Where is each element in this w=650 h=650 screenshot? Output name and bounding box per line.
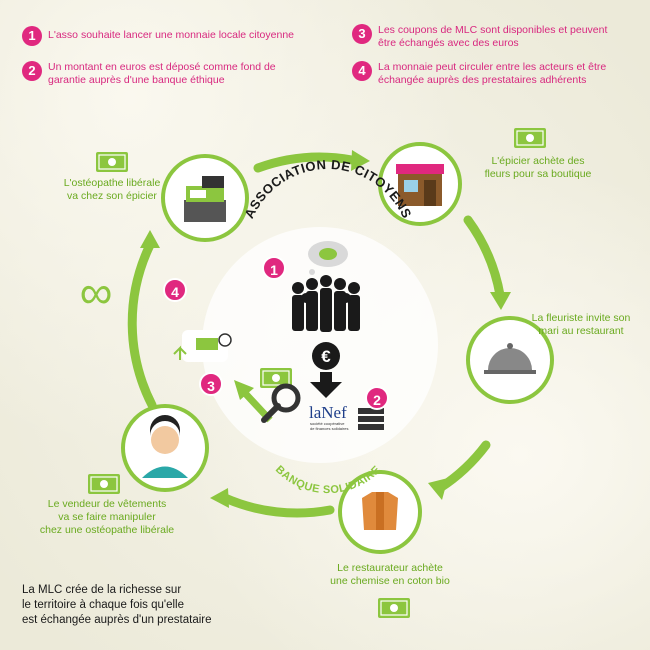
- footer-line-3: est échangée auprès d'un prestataire: [22, 614, 212, 626]
- nef-tagline-1: société coopérative: [310, 421, 345, 426]
- caption-epicier: L'épicier achète des fleurs pour sa bout…: [468, 155, 608, 181]
- caption-fleuriste: La fleuriste invite son mari au restaura…: [516, 312, 646, 338]
- footer-line-1: La MLC crée de la richesse sur: [22, 584, 182, 596]
- legend-number-4: 4: [352, 61, 372, 81]
- caption-vendeur-line-1: Le vendeur de vêtements: [47, 498, 167, 510]
- banknote-icon: [87, 473, 121, 495]
- legend-item-4: 4 La monnaie peut circuler entre les act…: [352, 61, 606, 87]
- nef-logo: laNef: [309, 403, 347, 422]
- footer-note: La MLC crée de la richesse sur le territ…: [22, 583, 212, 628]
- actor-fleuriste: [466, 316, 554, 404]
- down-arrow-shaft: [320, 372, 332, 384]
- legend-number-1: 1: [22, 26, 42, 46]
- banknote-icon: [513, 127, 547, 149]
- thought-bubble: [308, 241, 348, 275]
- legend-text-3-line-1: Les coupons de MLC sont disponibles et p…: [378, 24, 608, 36]
- cycle-arrowheads: [140, 150, 511, 508]
- legend-item-1: 1 L'asso souhaite lancer une monnaie loc…: [22, 26, 294, 46]
- legend-text-4-line-1: La monnaie peut circuler entre les acteu…: [378, 61, 607, 73]
- legend-text-2: Un montant en euros est déposé comme fon…: [48, 61, 276, 87]
- down-arrow-head: [310, 382, 342, 398]
- caption-osteopathe: L'ostéopathe libérale va chez son épicie…: [52, 177, 172, 203]
- actor-epicier: [378, 142, 462, 226]
- caption-fleuriste-line-1: La fleuriste invite son: [531, 312, 631, 324]
- banknote-icon: [377, 597, 411, 619]
- marker-4: 4: [163, 278, 187, 302]
- legend-text-3: Les coupons de MLC sont disponibles et p…: [378, 24, 607, 50]
- euro-symbol: €: [321, 347, 331, 366]
- arc-right-top: [463, 215, 505, 300]
- actor-osteopathe: [161, 154, 249, 242]
- arc-bottom: [220, 493, 335, 518]
- inner-arrowhead: [234, 380, 254, 400]
- caption-epicier-line-1: L'épicier achète des: [491, 155, 585, 167]
- legend-item-2: 2 Un montant en euros est déposé comme f…: [22, 61, 276, 87]
- caption-restaurateur: Le restaurateur achète une chemise en co…: [320, 562, 460, 588]
- banknote-icon: [95, 151, 129, 173]
- arrowhead-bottom: [210, 488, 229, 508]
- legend-text-4-line-2: échangée auprès des prestataires adhéren…: [378, 74, 587, 86]
- arrowhead-right-top: [490, 292, 511, 310]
- nef-tagline-2: de finances solidaires: [310, 426, 348, 431]
- legend-item-3: 3 Les coupons de MLC sont disponibles et…: [352, 24, 607, 50]
- legend-number-2: 2: [22, 61, 42, 81]
- euro-coin: [312, 342, 340, 370]
- marker-1: 1: [262, 256, 286, 280]
- caption-osteopathe-line-1: L'ostéopathe libérale: [63, 177, 161, 189]
- arrowhead-top: [351, 150, 370, 171]
- caption-restaurateur-line-2: une chemise en coton bio: [330, 575, 450, 587]
- caption-epicier-line-2: fleurs pour sa boutique: [484, 168, 592, 180]
- arrowhead-left: [140, 230, 160, 248]
- caption-osteopathe-line-2: va chez son épicier: [67, 190, 157, 202]
- caption-vendeur: Le vendeur de vêtements va se faire mani…: [22, 498, 192, 537]
- legend-text-1: L'asso souhaite lancer une monnaie local…: [48, 29, 295, 41]
- arc-left: [127, 240, 157, 410]
- footer-line-2: le territoire à chaque fois qu'elle: [22, 599, 185, 611]
- crowd-icon: [292, 275, 360, 332]
- actor-restaurateur: [338, 470, 422, 554]
- magnifier-icon: [261, 383, 301, 423]
- legend-text-2-line-2: garantie auprès d'une banque éthique: [48, 74, 225, 86]
- marker-2: 2: [365, 386, 389, 410]
- marker-3: 3: [199, 372, 223, 396]
- banknote-stack-icon: [358, 408, 384, 430]
- caption-vendeur-line-2: va se faire manipuler: [58, 511, 156, 523]
- legend-text-4: La monnaie peut circuler entre les acteu…: [378, 61, 606, 87]
- legend-text-2-line-1: Un montant en euros est déposé comme fon…: [48, 61, 276, 73]
- actor-vendeur: [121, 404, 209, 492]
- arrowhead-right-bottom: [428, 478, 448, 500]
- caption-vendeur-line-3: chez une ostéopathe libérale: [39, 524, 175, 536]
- exchange-icon: [173, 330, 232, 362]
- caption-restaurateur-line-1: Le restaurateur achète: [337, 562, 443, 574]
- arc-top: [253, 152, 357, 173]
- legend-number-3: 3: [352, 24, 372, 44]
- caption-fleuriste-line-2: mari au restaurant: [538, 325, 624, 337]
- legend-text-3-line-2: être échangés avec des euros: [378, 37, 519, 49]
- infinity-icon: ∞: [80, 266, 113, 318]
